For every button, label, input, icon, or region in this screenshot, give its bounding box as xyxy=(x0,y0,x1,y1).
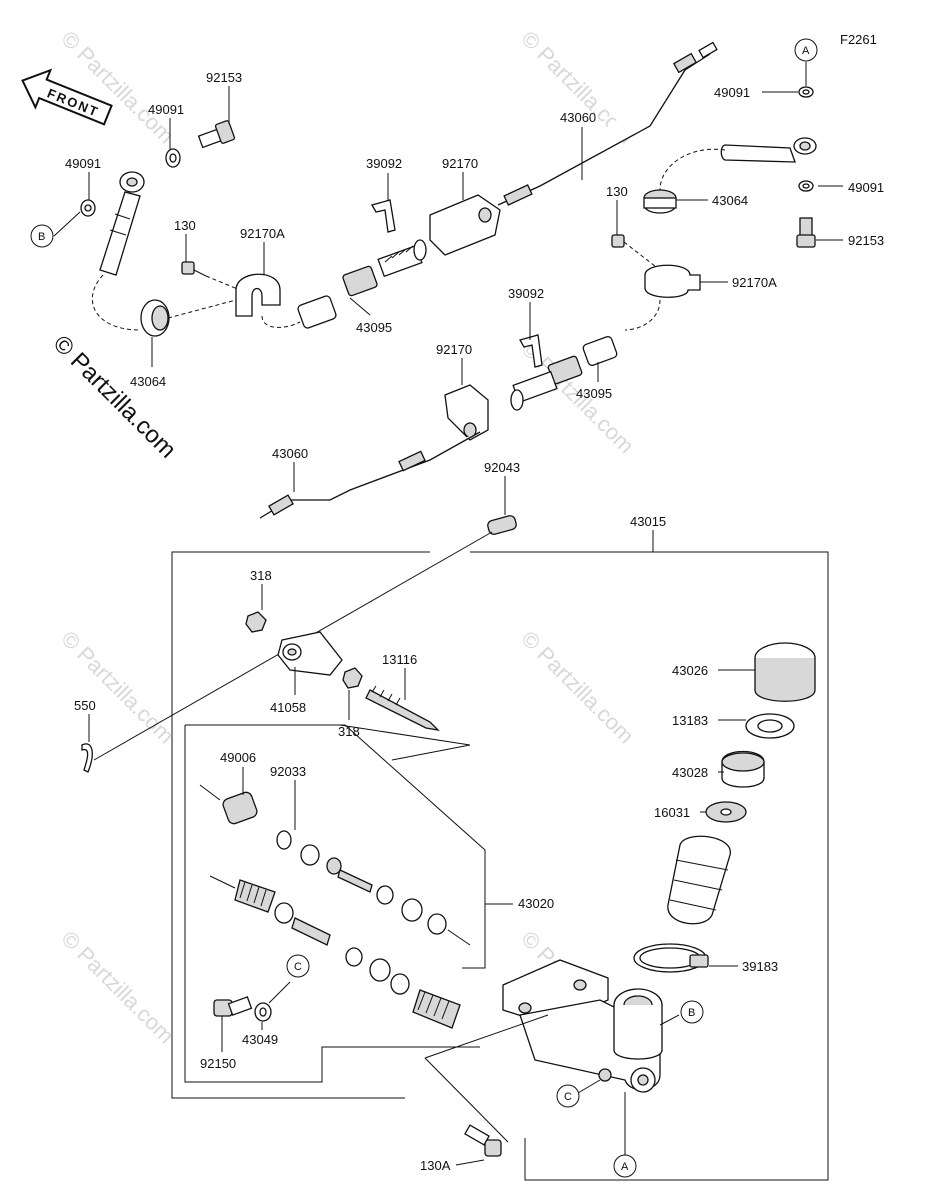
lower-line-assembly xyxy=(259,334,618,519)
leader-lines xyxy=(53,62,843,1166)
part-label: 130 xyxy=(606,184,628,199)
svg-text:C: C xyxy=(564,1091,572,1103)
callout-c-body: C xyxy=(556,1084,580,1108)
part-label: 92170A xyxy=(240,226,285,241)
part-label: 92043 xyxy=(484,460,520,475)
part-label: 49091 xyxy=(65,156,101,171)
part-label: 49091 xyxy=(714,85,750,100)
part-label: 43028 xyxy=(672,765,708,780)
part-label: 43060 xyxy=(272,446,308,461)
part-label: 43064 xyxy=(712,193,748,208)
svg-text:A: A xyxy=(621,1161,629,1173)
callout-b-body: B xyxy=(680,1000,704,1024)
svg-text:C: C xyxy=(294,961,302,973)
upper-line-assembly xyxy=(297,41,718,329)
part-label: 43095 xyxy=(576,386,612,401)
part-label: 43060 xyxy=(560,110,596,125)
part-label: 43026 xyxy=(672,663,708,678)
part-label: 49006 xyxy=(220,750,256,765)
part-label: 92170 xyxy=(442,156,478,171)
piston-kit xyxy=(209,791,471,1029)
part-label: 39092 xyxy=(508,286,544,301)
reservoir-parts xyxy=(633,642,816,973)
master-cylinder-body xyxy=(424,959,663,1157)
part-label: 550 xyxy=(74,698,96,713)
part-label: 43095 xyxy=(356,320,392,335)
part-label: 92153 xyxy=(848,233,884,248)
pushrod-assembly xyxy=(81,515,517,773)
callout-a-body: A xyxy=(613,1154,637,1178)
watermark-text: © Partzilla.com xyxy=(56,926,179,1049)
part-label: 43020 xyxy=(518,896,554,911)
part-label: 43064 xyxy=(130,374,166,389)
part-label: 39092 xyxy=(366,156,402,171)
part-label: 41058 xyxy=(270,700,306,715)
part-label: 92033 xyxy=(270,764,306,779)
part-label: 13183 xyxy=(672,713,708,728)
part-label: 92170A xyxy=(732,275,777,290)
watermark-text: © Partzilla.com xyxy=(56,26,179,149)
diagram-id: F2261 xyxy=(840,32,877,47)
svg-text:A: A xyxy=(802,45,810,57)
part-label: 49091 xyxy=(848,180,884,195)
upper-left-hose xyxy=(80,120,301,337)
watermark-main: © Partzilla.com xyxy=(48,330,181,463)
part-label: 16031 xyxy=(654,805,690,820)
callout-b-left: B xyxy=(30,224,54,248)
part-label: 92153 xyxy=(206,70,242,85)
part-labels: 92153 49091 49091 130 92170A 43064 39092… xyxy=(65,70,884,1173)
upper-right-hose xyxy=(611,86,817,331)
svg-text:B: B xyxy=(688,1007,695,1019)
part-label: 13116 xyxy=(382,652,417,667)
watermark-text: © Partzilla.com xyxy=(56,626,179,749)
part-label: 39183 xyxy=(742,959,778,974)
part-label: 43015 xyxy=(630,514,666,529)
callout-a-top: A xyxy=(794,38,818,62)
part-label: 92150 xyxy=(200,1056,236,1071)
part-label: 318 xyxy=(250,568,272,583)
part-label: 130A xyxy=(420,1158,451,1173)
callout-c-mid: C xyxy=(286,954,310,978)
part-label: 92170 xyxy=(436,342,472,357)
svg-text:B: B xyxy=(38,231,45,243)
part-label: 43049 xyxy=(242,1032,278,1047)
part-label: 130 xyxy=(174,218,196,233)
part-label: 49091 xyxy=(148,102,184,117)
part-label: 318 xyxy=(338,724,360,739)
master-cylinder-frame xyxy=(171,530,829,1181)
watermark-text: © Partzilla.com xyxy=(516,626,639,749)
